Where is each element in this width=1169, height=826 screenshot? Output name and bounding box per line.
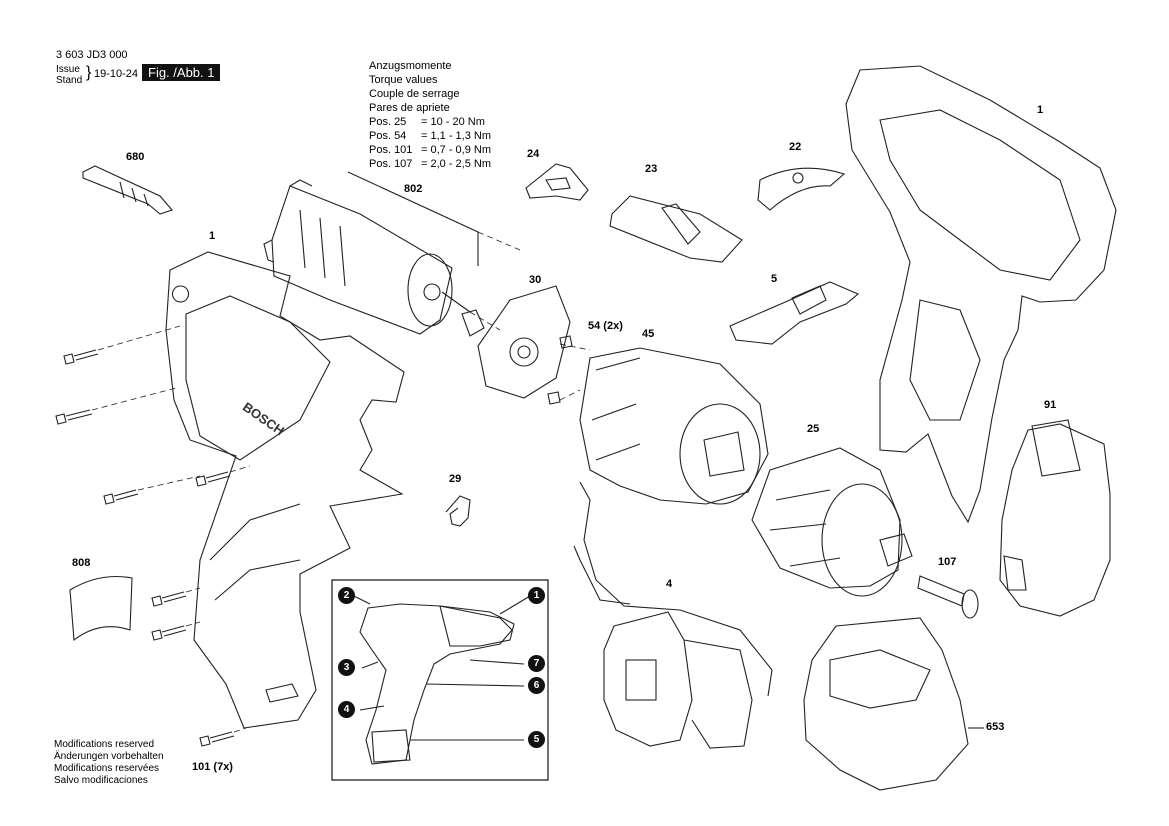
part-label-808: 808 <box>72 557 91 569</box>
torque-pos: Pos. 107 <box>369 158 413 170</box>
torque-pos: Pos. 25 <box>369 116 407 128</box>
torque-pos: Pos. 54 <box>369 130 407 142</box>
part-label-101: 101 (7x) <box>192 761 233 773</box>
electronics-4-drawing <box>573 481 773 749</box>
battery-91-drawing <box>999 419 1111 617</box>
torque-pos: Pos. 101 <box>369 144 413 156</box>
clip-29-drawing <box>445 495 471 527</box>
torque-title-en: Torque values <box>369 74 438 86</box>
gearbox-45-drawing <box>579 347 769 505</box>
part-label-22: 22 <box>789 141 802 153</box>
housing-left-drawing <box>165 251 405 729</box>
part-label-1-left: 1 <box>209 230 216 242</box>
footer-line: Modifications reservées <box>54 763 160 774</box>
inset-badge-3: 3 <box>338 659 355 676</box>
slider-5-drawing <box>729 281 860 345</box>
part-label-1-right: 1 <box>1037 104 1044 116</box>
part-label-25: 25 <box>807 423 820 435</box>
screw-107-drawing <box>917 575 979 619</box>
label-sheet-drawing <box>69 575 133 642</box>
part-label-802: 802 <box>404 183 423 195</box>
motor-drawing <box>263 171 485 337</box>
torque-value: = 0,7 - 0,9 Nm <box>421 144 492 156</box>
issue-date: 19-10-24 <box>94 68 139 80</box>
chuck-25-drawing <box>751 447 913 597</box>
bracket-24-drawing <box>525 163 589 201</box>
inset-badge-5: 5 <box>528 731 545 748</box>
inset-panel <box>331 579 549 781</box>
screws-drawing <box>55 349 235 747</box>
plate-30-drawing <box>477 285 571 399</box>
inset-badge-6: 6 <box>528 677 545 694</box>
figure-label: Fig. /Abb. 1 <box>142 64 221 81</box>
inset-badge-7: 7 <box>528 655 545 672</box>
cover-22-drawing <box>757 167 846 211</box>
part-label-30: 30 <box>529 274 542 286</box>
part-number: 3 603 JD3 000 <box>56 49 128 61</box>
part-label-91: 91 <box>1044 399 1057 411</box>
part-label-5: 5 <box>771 273 778 285</box>
torque-value: = 2,0 - 2,5 Nm <box>421 158 492 170</box>
part-label-29: 29 <box>449 473 462 485</box>
issue-label: Issue <box>56 64 80 75</box>
switch-23-drawing <box>609 195 743 263</box>
part-label-54: 54 (2x) <box>588 320 623 332</box>
charger-653-drawing <box>803 617 969 791</box>
brace: } <box>86 64 92 81</box>
inset-badge-4: 4 <box>338 701 355 718</box>
torque-title-es: Pares de apriete <box>369 102 450 114</box>
screwdriver-bit-drawing <box>82 165 173 215</box>
part-label-680: 680 <box>126 151 145 163</box>
part-label-107: 107 <box>938 556 957 568</box>
torque-value: = 1,1 - 1,3 Nm <box>421 130 492 142</box>
footer-line: Salvo modificaciones <box>54 775 148 786</box>
torque-title-fr: Couple de serrage <box>369 88 460 100</box>
footer-line: Modifications reserved <box>54 739 155 750</box>
part-label-45: 45 <box>642 328 655 340</box>
torque-title-de: Anzugsmomente <box>369 60 452 72</box>
part-label-24: 24 <box>527 148 540 160</box>
inset-badge-2: 2 <box>338 587 355 604</box>
dash-lines <box>91 231 591 733</box>
screws-54-drawing <box>547 335 573 405</box>
part-label-653: 653 <box>986 721 1005 733</box>
torque-value: = 10 - 20 Nm <box>421 116 485 128</box>
part-label-23: 23 <box>645 163 658 175</box>
inset-badge-1: 1 <box>528 587 545 604</box>
housing-right-drawing <box>845 65 1117 524</box>
stand-label: Stand <box>56 75 83 86</box>
part-label-4: 4 <box>666 578 673 590</box>
footer-line: Änderungen vorbehalten <box>54 751 164 762</box>
